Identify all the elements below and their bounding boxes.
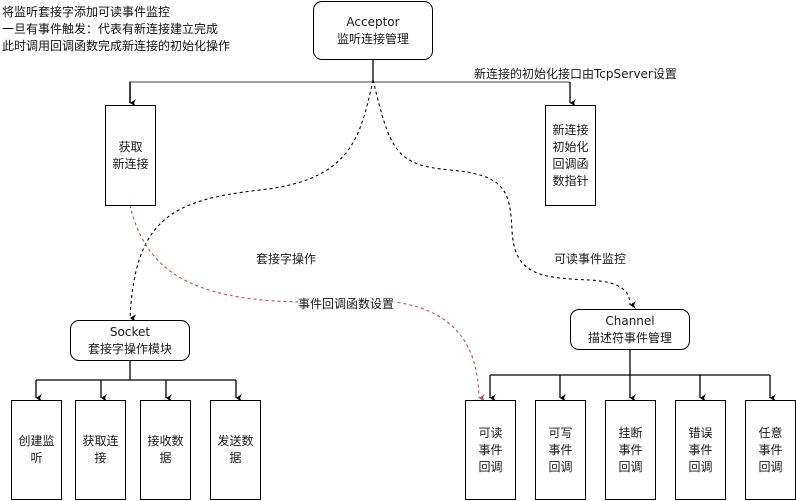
node-line: 获取连 [82,434,119,448]
socket-subtitle: 套接字操作模块 [87,341,172,356]
node-line: 回调 [688,459,713,474]
node-line: 错误 [688,425,713,440]
node-line: 初始化 [552,139,589,154]
node-line: 新连接 [552,122,589,137]
node-line: 回调 [618,459,643,474]
edge-label-socket-ops: 套接字操作 [256,252,317,266]
node-line: 事件 [758,442,783,457]
note-line: 一旦有事件触发：代表有新连接建立完成 [2,22,219,36]
node-line: 接 [94,451,107,465]
node-line: 回调 [758,459,783,474]
node-line: 回调 [548,459,573,474]
node-line: 回调函 [552,156,589,171]
channel-node[interactable]: Channel 描述符事件管理 [570,309,690,350]
node-line: 获取 [118,139,143,154]
edge-label-callback-setup: 事件回调函数设置 [298,296,395,313]
node-line: 事件 [478,442,503,457]
channel-subtitle: 描述符事件管理 [587,330,672,345]
node-line: 接收数 [147,434,184,448]
init-callback-node[interactable]: 新连接 初始化 回调函 数指针 [545,105,596,206]
channel-child-close-callback[interactable]: 挂断事件回调 [605,400,656,500]
node-line: 可读 [478,425,503,440]
node-line: 听 [30,451,43,465]
node-line: 事件 [688,442,713,457]
node-line: 事件 [618,442,643,457]
node-line: 挂断 [618,425,643,440]
node-line: 据 [229,451,242,465]
note-line: 此时调用回调函数完成新连接的初始化操作 [2,39,231,53]
channel-child-write-callback[interactable]: 可写事件回调 [535,400,586,500]
acceptor-node[interactable]: Acceptor 监听连接管理 [313,1,433,60]
annotation-note: 将监听套接字添加可读事件监控 一旦有事件触发：代表有新连接建立完成 此时调用回调… [2,4,230,55]
node-line: 数指针 [552,173,589,188]
node-line: 新连接 [112,156,149,171]
socket-child-create-listen[interactable]: 创建监听 [11,400,62,500]
channel-child-any-callback[interactable]: 任意事件回调 [745,400,796,500]
get-new-connection-node[interactable]: 获取 新连接 [105,105,156,206]
channel-child-read-callback[interactable]: 可读事件回调 [465,400,516,500]
socket-child-recv[interactable]: 接收数据 [140,400,191,500]
node-line: 创建监 [18,434,55,448]
node-line: 任意 [758,425,783,440]
note-line: 将监听套接字添加可读事件监控 [2,5,171,19]
edge-label-readable-monitor: 可读事件监控 [554,252,627,266]
edge-label-init-interface: 新连接的初始化接口由TcpServer设置 [474,67,677,81]
acceptor-subtitle: 监听连接管理 [336,31,409,46]
node-line: 回调 [478,459,503,474]
dashed-edge-acceptor-channel [372,79,637,309]
node-line: 可写 [548,425,573,440]
red-dashed-edge-callback-setup [129,204,486,402]
socket-title: Socket [109,324,151,339]
dashed-edge-acceptor-socket [129,79,374,323]
socket-child-accept[interactable]: 获取连接 [75,400,126,500]
socket-node[interactable]: Socket 套接字操作模块 [70,320,190,361]
node-line: 事件 [548,442,573,457]
channel-child-error-callback[interactable]: 错误事件回调 [675,400,726,500]
node-line: 据 [159,451,172,465]
acceptor-title: Acceptor [346,14,400,29]
socket-child-send[interactable]: 发送数据 [210,400,261,500]
node-line: 发送数 [217,434,254,448]
acceptor-bus-left [129,81,373,103]
channel-title: Channel [605,313,655,328]
